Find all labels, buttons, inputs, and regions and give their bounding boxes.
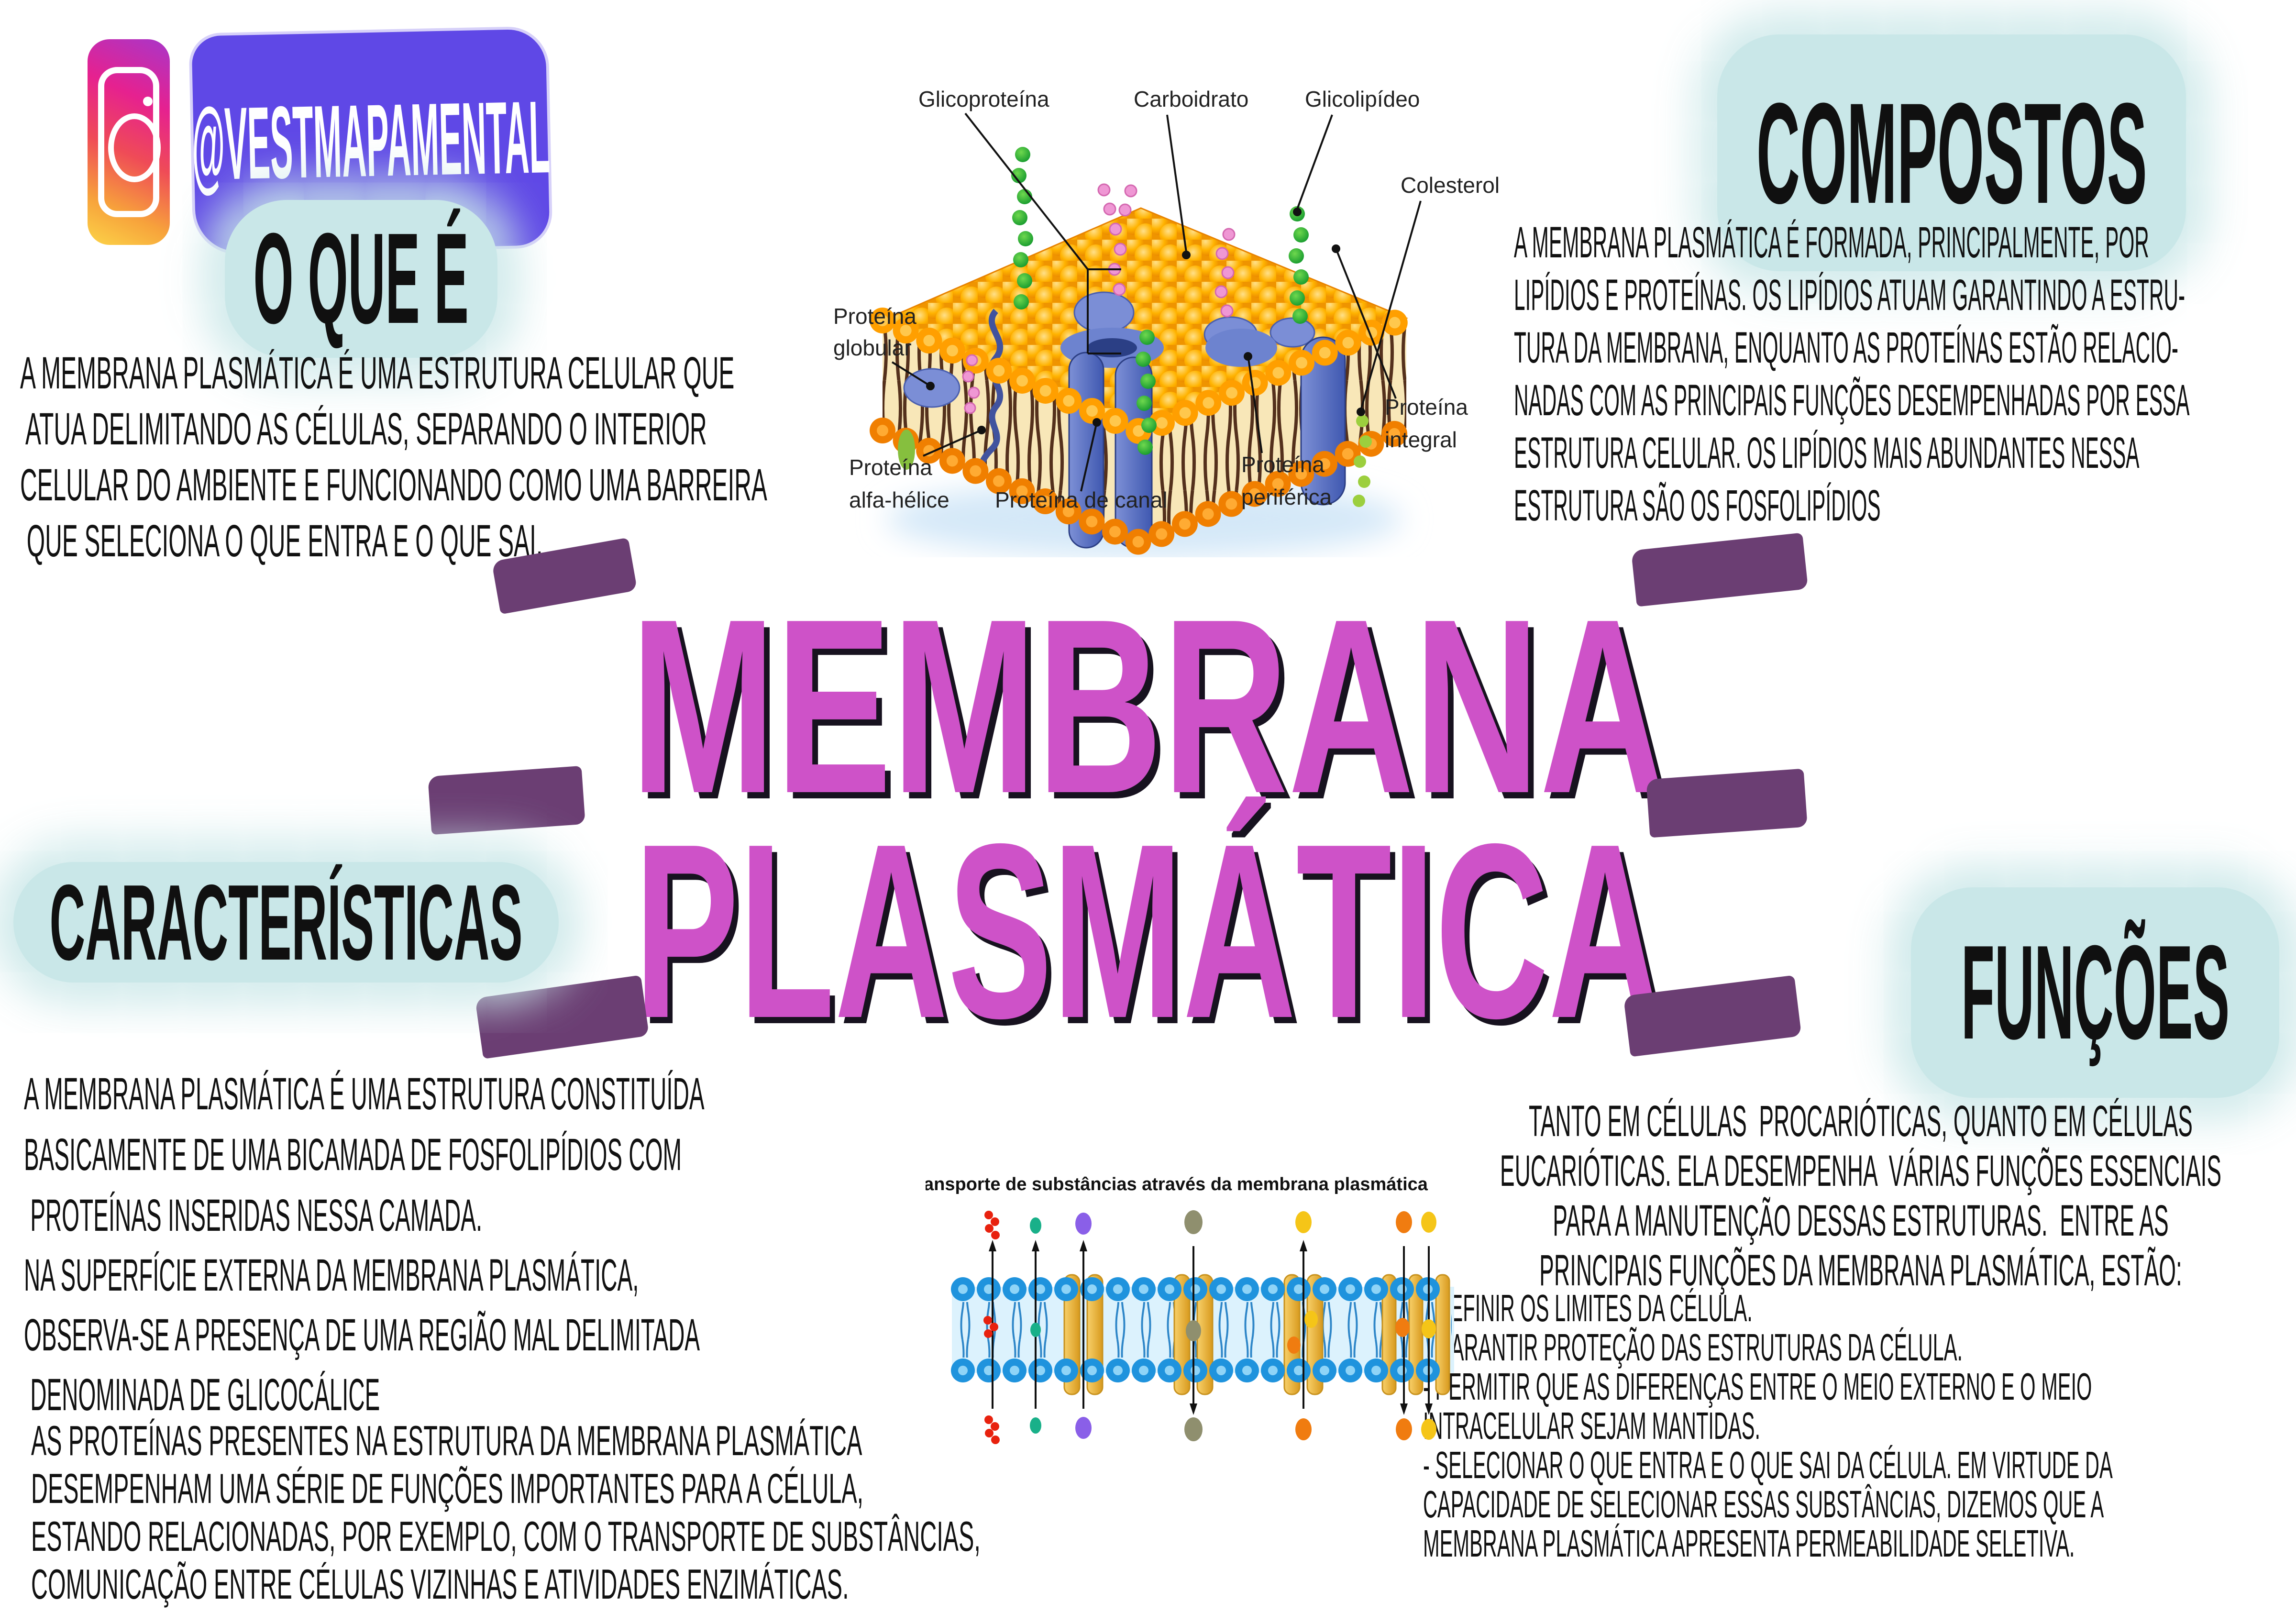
caracteristicas-line: ESTANDO RELACIONADAS, POR EXEMPLO, COM O… (31, 1513, 981, 1560)
cholesterol-beads (1353, 415, 1372, 507)
caracteristicas-line: A MEMBRANA PLASMÁTICA É UMA ESTRUTURA CO… (24, 1069, 705, 1119)
o-que-e-line: ATUA DELIMITANDO AS CÉLULAS, SEPARANDO O… (20, 404, 707, 454)
caracteristicas-paragraph-2: NA SUPERFÍCIE EXTERNA DA MEMBRANA PLASMÁ… (24, 1246, 1376, 1425)
o-que-e-heading: O QUE É (225, 200, 497, 358)
compostos-line: ESTRUTURA CELULAR. OS LIPÍDIOS MAIS ABUN… (1514, 429, 2140, 477)
caracteristicas-line: BASICAMENTE DE UMA BICAMADA DE FOSFOLIPÍ… (24, 1129, 682, 1180)
label-proteina-globular-2: globular (833, 335, 912, 360)
transport-figure: Transporte de substâncias através da mem… (926, 1174, 1459, 1444)
label-colesterol: Colesterol (1401, 173, 1500, 198)
o-que-e-line: A MEMBRANA PLASMÁTICA É UMA ESTRUTURA CE… (20, 348, 735, 398)
funcoes-intro-line: PRINCIPAIS FUNÇÕES DA MEMBRANA PLASMÁTIC… (1539, 1246, 2182, 1295)
globular-protein (1073, 291, 1135, 333)
compostos-line: ESTRUTURA SÃO OS FOSFOLIPÍDIOS (1514, 481, 1881, 530)
caracteristicas-blob (13, 862, 559, 983)
transport-arrowheads (989, 1240, 1433, 1415)
brush-dash (1646, 768, 1808, 838)
label-proteina-integral-2: integral (1385, 427, 1457, 452)
label-proteina-canal: Proteína de canal (995, 487, 1168, 512)
membrane-3d-figure: Glicoproteína Carboidrato Glicolipídeo C… (833, 87, 1500, 557)
instagram-camera-frame (98, 67, 159, 217)
caracteristicas-paragraph-3: AS PROTEÍNAS PRESENTES NA ESTRUTURA DA M… (31, 1417, 1757, 1608)
transport-title: Transporte de substâncias através da mem… (926, 1174, 1428, 1194)
globular-protein (1269, 317, 1315, 348)
o-que-e-blob (225, 200, 497, 358)
funcoes-intro: TANTO EM CÉLULAS PROCARIÓTICAS, QUANTO E… (1445, 1096, 2296, 1295)
funcoes-bullet-line: INTRACELULAR SEJAM MANTIDAS. (1423, 1404, 1761, 1447)
funcoes-heading: FUNÇÕES (1911, 887, 2279, 1098)
compostos-heading: COMPOSTOS (1717, 34, 2186, 271)
cholesterol-molecule (898, 430, 915, 470)
label-proteina-alfa-1: Proteína (849, 455, 932, 480)
label-proteina-periferica-1: Proteína (1241, 452, 1325, 477)
instagram-camera-dot (143, 97, 153, 106)
caracteristicas-line: DESEMPENHAM UMA SÉRIE DE FUNÇÕES IMPORTA… (31, 1465, 864, 1512)
compostos-line: A MEMBRANA PLASMÁTICA É FORMADA, PRINCIP… (1514, 218, 2149, 267)
o-que-e-paragraph: A MEMBRANA PLASMÁTICA É UMA ESTRUTURA CE… (20, 345, 1457, 569)
o-que-e-heading-text: O QUE É (253, 207, 469, 351)
caracteristicas-heading: CARACTERÍSTICAS (13, 862, 559, 983)
funcoes-bullet-line: - GARANTIR PROTEÇÃO DAS ESTRUTURAS DA CÉ… (1423, 1326, 1963, 1369)
label-carboidrato: Carboidrato (1134, 87, 1248, 111)
compostos-blob (1717, 34, 2186, 271)
glyco-chain-front (1136, 330, 1157, 455)
molecules-top (984, 1210, 1436, 1239)
compostos-line: TURA DA MEMBRANA, ENQUANTO AS PROTEÍNAS … (1514, 323, 2178, 372)
peripheral-protein (1205, 329, 1277, 367)
main-title-membrana: MEMBRANA (630, 567, 1666, 845)
caracteristicas-line: OBSERVA-SE A PRESENÇA DE UMA REGIÃO MAL … (24, 1310, 700, 1360)
main-title-line1: MEMBRANA (0, 567, 2296, 846)
instagram-handle: @VESTMAPAMENTAL (190, 79, 551, 202)
o-que-e-line: QUE SELECIONA O QUE ENTRA E O QUE SAI. (20, 516, 543, 566)
caracteristicas-heading-text: CARACTERÍSTICAS (49, 862, 523, 983)
funcoes-intro-line: EUCARIÓTICAS. ELA DESEMPENHA VÁRIAS FUNÇ… (1500, 1147, 2222, 1195)
leader-dots (926, 208, 1365, 434)
label-proteina-alfa-2: alfa-hélice (849, 487, 949, 512)
caracteristicas-line: PROTEÍNAS INSERIDAS NESSA CAMADA. (24, 1190, 483, 1241)
funcoes-bullet-line: - PERMITIR QUE AS DIFERENÇAS ENTRE O MEI… (1423, 1365, 2092, 1408)
carbohydrate-chain (1214, 228, 1236, 318)
main-title-line2: PLASMÁTICA (0, 792, 2296, 1071)
main-title-plasmatica: PLASMÁTICA (634, 792, 1662, 1070)
molecules-membrane (983, 1311, 1436, 1354)
instagram-camera-lens (108, 113, 161, 182)
caracteristicas-line: NA SUPERFÍCIE EXTERNA DA MEMBRANA PLASMÁ… (24, 1250, 639, 1301)
molecules-bottom (984, 1415, 1436, 1444)
label-proteina-periferica-2: periférica (1241, 485, 1332, 509)
caracteristicas-paragraph-1: A MEMBRANA PLASMÁTICA É UMA ESTRUTURA CO… (24, 1064, 1385, 1246)
funcoes-bullet-line: CAPACIDADE DE SELECIONAR ESSAS SUBSTÂNCI… (1423, 1483, 2104, 1525)
alpha-helix-protein (978, 309, 1004, 465)
funcoes-bullet-line: - DEFINIR OS LIMITES DA CÉLULA. (1423, 1287, 1753, 1329)
caracteristicas-line: DENOMINADA DE GLICOCÁLICE (24, 1370, 380, 1420)
funcoes-intro-line: TANTO EM CÉLULAS PROCARIÓTICAS, QUANTO E… (1529, 1097, 2193, 1146)
funcoes-blob (1911, 887, 2279, 1098)
leader-lines (891, 112, 1422, 492)
funcoes-bullet-line: - SELECIONAR O QUE ENTRA E O QUE SAI DA … (1423, 1444, 2113, 1486)
brush-dash (428, 765, 585, 835)
carbohydrate-chain (962, 354, 980, 414)
compostos-line: LIPÍDIOS E PROTEÍNAS. OS LIPÍDIOS ATUAM … (1514, 271, 2186, 320)
funcoes-heading-text: FUNÇÕES (1961, 917, 2230, 1067)
funcoes-bullets: - DEFINIR OS LIMITES DA CÉLULA. - GARANT… (1423, 1289, 2296, 1563)
compostos-paragraph: A MEMBRANA PLASMÁTICA É FORMADA, PRINCIP… (1514, 216, 2296, 532)
lipid-head-row-bottom-highlight (877, 423, 1411, 550)
instagram-icon (88, 39, 170, 245)
compostos-line: NADAS COM AS PRINCIPAIS FUNÇÕES DESEMPEN… (1514, 376, 2190, 425)
label-proteina-integral-1: Proteína (1385, 395, 1468, 420)
funcoes-intro-line: PARA A MANUTENÇÃO DESSAS ESTRUTURAS. ENT… (1553, 1196, 2169, 1245)
label-proteina-globular-1: Proteína (833, 304, 916, 329)
caracteristicas-line: AS PROTEÍNAS PRESENTES NA ESTRUTURA DA M… (31, 1417, 862, 1464)
label-glicoproteina: Glicoproteína (918, 87, 1049, 111)
label-glicolipideo: Glicolipídeo (1305, 87, 1420, 111)
o-que-e-line: CELULAR DO AMBIENTE E FUNCIONANDO COMO U… (20, 460, 767, 510)
caracteristicas-line: COMUNICAÇÃO ENTRE CÉLULAS VIZINHAS E ATI… (31, 1560, 849, 1608)
funcoes-bullet-line: MEMBRANA PLASMÁTICA APRESENTA PERMEABILI… (1423, 1522, 2075, 1565)
compostos-heading-text: COMPOSTOS (1756, 72, 2147, 233)
lipid-head-row-top-highlight (877, 312, 1411, 439)
